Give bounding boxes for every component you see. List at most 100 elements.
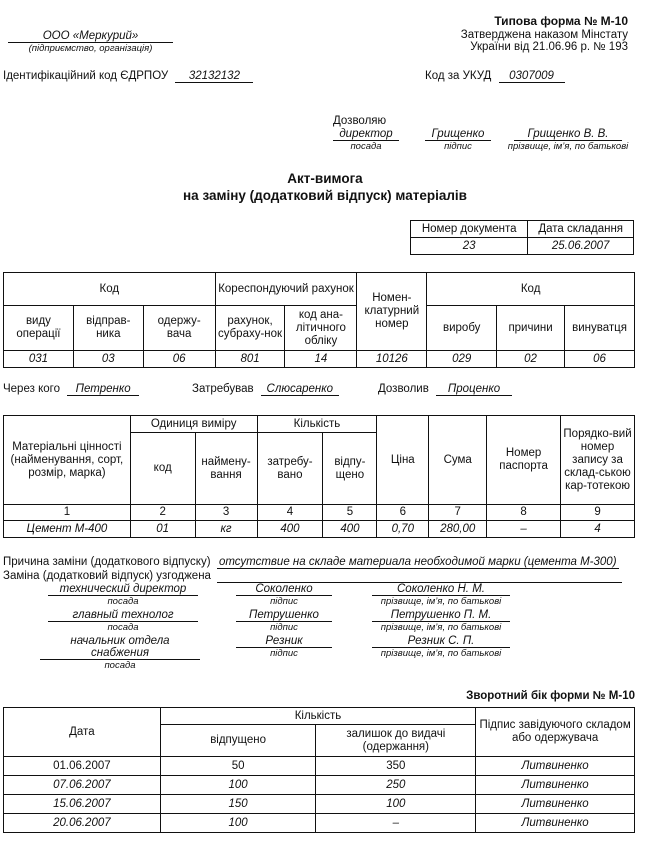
agreed-row: Заміна (додатковий відпуск) узгоджена (3, 570, 635, 583)
signer-position: главный технолог (48, 609, 198, 622)
back-row-remaining: 250 (315, 775, 477, 795)
signer-signature-block: Петрушенко підпис (236, 609, 332, 635)
codes-nomen-header: Номен-клатурний номер (356, 272, 428, 351)
signer-row: главный технолог посада Петрушенко підпи… (48, 609, 528, 635)
approve-name: Грищенко В. В. (514, 128, 622, 141)
column-number: 4 (256, 504, 324, 521)
codes-value: 03 (72, 350, 144, 368)
approve-name-caption: прізвище, ім’я, по батькові (507, 141, 629, 152)
codes-product-header: виробу (426, 305, 498, 351)
signer-name-block: Резник С. П. прізвище, ім’я, по батькові (372, 635, 510, 661)
back-table: Дата Кількість Підпис завідуючого складо… (3, 707, 635, 833)
table-row: 20.06.2007 100 – Литвиненко (3, 813, 635, 833)
signer-position-caption: посада (107, 622, 139, 633)
back-row-remaining: – (315, 813, 477, 833)
signer-signature: Резник (236, 635, 332, 648)
title-line-1: Акт-вимога (287, 171, 363, 186)
agreed-label: Заміна (додатковий відпуск) узгоджена (3, 570, 211, 582)
passport-header: Номер паспорта (486, 415, 562, 505)
signer-signature: Соколенко (236, 583, 332, 596)
back-row-remaining: 100 (315, 794, 477, 814)
material-price: 0,70 (376, 520, 430, 538)
back-row-released: 100 (159, 775, 317, 795)
codes-value: 031 (3, 350, 74, 368)
unit-name-header: наймену-вання (194, 432, 258, 505)
table-row: 07.06.2007 100 250 Литвиненко (3, 775, 635, 795)
column-number: 6 (376, 504, 430, 521)
material-passport: – (486, 520, 562, 538)
signer-signature-caption: підпис (270, 648, 298, 659)
signer-signature: Петрушенко (236, 609, 332, 622)
allowed-value: Проценко (436, 383, 513, 396)
agreed-line (217, 570, 623, 583)
signer-position-caption: посада (107, 596, 139, 607)
qty-requested-header: затребу-вано (256, 432, 324, 505)
back-row-sign: Литвиненко (475, 794, 635, 814)
approve-label: Дозволяю (333, 115, 387, 127)
through-value: Петренко (67, 383, 140, 396)
approve-position-block: директор посада (333, 128, 399, 152)
material-card-no: 4 (560, 520, 635, 538)
card-no-header: Порядко-вий номер запису за склад-ською … (560, 415, 635, 505)
approve-signature: Грищенко (425, 128, 491, 141)
edrpou-label: Ідентифікаційний код ЄДРПОУ (3, 70, 169, 82)
approve-position: директор (333, 128, 399, 141)
qty-released-header: відпу-щено (322, 432, 378, 505)
edrpou-row: Ідентифікаційний код ЄДРПОУ 32132132 (3, 70, 254, 83)
column-number: 7 (428, 504, 488, 521)
approve-name-block: Грищенко В. В. прізвище, ім’я, по батько… (503, 128, 633, 152)
doc-date-label: Дата складання (527, 220, 634, 238)
signer-name-caption: прізвище, ім’я, по батькові (380, 648, 502, 659)
codes-kod2-header: Код (426, 272, 635, 306)
codes-sender-header: відправ-ника (72, 305, 144, 351)
ukud-row: Код за УКУД 0307009 (425, 70, 565, 83)
column-number: 3 (194, 504, 258, 521)
ukud-value: 0307009 (498, 70, 565, 83)
codes-account-header: рахунок, субраху-нок (214, 305, 286, 351)
signers-block: технический директор посада Соколенко пі… (40, 583, 528, 671)
signer-position-block: технический директор посада (48, 583, 198, 609)
price-header: Ціна (376, 415, 430, 505)
codes-value: 029 (426, 350, 498, 368)
column-number: 8 (486, 504, 562, 521)
back-sign-header: Підпис завідуючого складом або одержувач… (475, 707, 635, 757)
column-number: 2 (129, 504, 196, 521)
table-row: 15.06.2007 150 100 Литвиненко (3, 794, 635, 814)
ukud-label: Код за УКУД (425, 70, 492, 82)
signer-row: начальник отдела снабжения посада Резник… (40, 635, 528, 671)
codes-value: 02 (496, 350, 565, 368)
doc-number: 23 (409, 237, 529, 255)
back-row-released: 150 (159, 794, 317, 814)
unit-code-header: код (129, 432, 196, 505)
title-line-2: на заміну (додатковий відпуск) матеріалі… (183, 188, 467, 203)
edrpou-value: 32132132 (175, 70, 254, 83)
back-row-sign: Литвиненко (475, 756, 635, 776)
back-row-released: 100 (159, 813, 317, 833)
codes-value: 10126 (356, 350, 428, 368)
signer-position-block: начальник отдела снабжения посада (40, 635, 200, 671)
signer-position-caption: посада (104, 660, 136, 671)
codes-reason-header: причини (496, 305, 565, 351)
signer-name: Соколенко Н. М. (372, 583, 510, 596)
approve-position-caption: посада (350, 141, 382, 152)
approve-signature-block: Грищенко підпис (425, 128, 491, 152)
back-row-released: 50 (159, 756, 317, 776)
approve-signature-caption: підпис (444, 141, 472, 152)
org-name: ООО «Меркурий» (8, 30, 173, 43)
material-unit-name: кг (194, 520, 258, 538)
back-row-date: 15.06.2007 (3, 794, 161, 814)
signer-signature-caption: підпис (270, 622, 298, 633)
organization: ООО «Меркурий» (підприємство, організаці… (8, 30, 173, 54)
back-row-date: 07.06.2007 (3, 775, 161, 795)
reason-label: Причина заміни (додаткового відпуску) (3, 556, 211, 568)
reason-row: Причина заміни (додаткового відпуску) от… (3, 556, 635, 569)
unit-header: Одиниця виміру (129, 415, 258, 433)
back-date-header: Дата (3, 707, 161, 757)
signer-position: технический директор (48, 583, 198, 596)
doc-date: 25.06.2007 (527, 237, 634, 255)
doc-number-label: Номер документа (409, 220, 529, 238)
back-row-sign: Литвиненко (475, 813, 635, 833)
requested-row: Затребував Слюсаренко (192, 383, 339, 396)
signer-name: Петрушенко П. М. (372, 609, 510, 622)
form-title: Типова форма № М-10 (494, 14, 628, 28)
